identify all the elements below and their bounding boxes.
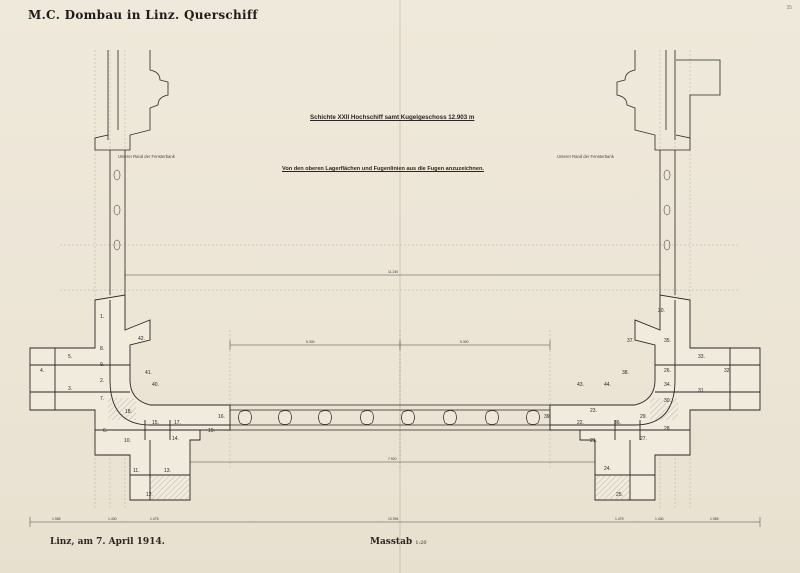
mid-dimensions [29,340,761,527]
stone-27: 27. [640,436,647,442]
stone-numbers-left: 1. 2. 3. 4. 5. 6. 7. 8. 9. 10. 11. 12. 1… [40,314,225,498]
stone-11: 11. [133,468,140,474]
page-number: 35 [786,5,792,11]
scale-label: Masstab [370,537,413,547]
right-corner-assembly [549,294,761,501]
stone-5: 5. [68,354,72,360]
stone-38: 38. [622,370,629,376]
stone-7: 7. [100,396,104,402]
left-hatch-2 [150,475,190,500]
left-corner-assembly [29,294,231,501]
dim-mid-left: 5.300 [306,340,315,344]
stone-44: 44. [604,382,611,388]
stone-19: 19. [208,428,215,434]
stone-8: 8. [100,346,104,352]
drawing-title: M.C. Dombau in Linz. Querschiff [28,8,258,22]
stone-30: 30. [664,398,671,404]
stone-31: 31. [698,388,705,394]
dim-bottom-span: 10.994 [388,517,398,521]
gallery-openings [238,410,540,425]
right-shaft-marks [663,169,671,251]
stone-17: 17. [174,420,181,426]
place-date: Linz, am 7. April 1914. [50,537,165,547]
stone-6: 6. [103,428,107,434]
dim-br-b: 1.430 [655,517,664,521]
stone-35: 35. [664,338,671,344]
left-hatch-1 [108,398,136,420]
dim-bl-a: 1.965 [52,517,61,521]
stone-14: 14. [172,436,179,442]
dim-br-c: 1.965 [710,517,719,521]
stone-33: 33. [698,354,705,360]
right-upper-wall [616,50,721,295]
sill-label-left: Unterer Rand der Fensterbank [118,154,175,159]
stone-43: 43. [577,382,584,388]
dim-br-a: 1.475 [615,517,624,521]
stone-29: 29. [640,414,647,420]
stone-13: 13. [164,468,171,474]
dim-bl-c: 1.475 [150,517,159,521]
stone-23: 23. [590,408,597,414]
stone-28: 28. [664,426,671,432]
stone-4: 4. [40,368,44,374]
dim-mid-right: 5.300 [460,340,469,344]
stone-34: 34. [664,382,671,388]
stone-12: 12. [146,492,153,498]
stone-26: 26. [664,368,671,374]
dim-bl-b: 1.430 [108,517,117,521]
scale-value: 1:20 [415,540,427,546]
dim-top-span: 11.240 [388,270,398,274]
sill-label-right: Unterer Rand der Fensterbank [557,154,614,159]
stone-15: 15. [152,420,159,426]
scale-note: Masstab 1:20 [370,537,427,547]
stone-36: 36. [614,420,621,426]
stone-20: 20. [658,308,665,314]
stone-21: 21. [590,438,597,444]
stone-22: 22. [577,420,584,426]
stone-10: 10. [124,438,131,444]
paper-fold [399,0,401,573]
stone-37: 37. [627,338,634,344]
central-gallery [230,404,550,431]
stone-2: 2. [100,378,104,384]
stone-numbers-right: 20. 21. 22. 23. 24. 25. 26. 27. 28. 29. … [544,308,731,498]
stone-3: 3. [68,386,72,392]
drawing-note: Von den oberen Lagerflächen und Fugenlin… [282,166,484,172]
stone-39: 39. [544,414,551,420]
stone-9: 9. [100,362,104,368]
stone-25: 25. [616,492,623,498]
right-hatch-1 [650,398,678,420]
stone-40: 40. [152,382,159,388]
stone-32: 32. [724,368,731,374]
stone-41: 41. [145,370,152,376]
stone-18: 18. [125,409,132,415]
stone-16: 16. [218,414,225,420]
left-shaft-marks [113,169,121,251]
stone-24: 24. [604,466,611,472]
stone-1: 1. [100,314,104,320]
stone-42: 42. [138,336,145,342]
left-upper-wall [94,50,169,295]
dim-lower-span: 7.920 [388,457,397,461]
right-hatch-2 [595,475,630,500]
drawing-subtitle: Schichte XXII Hochschiff samt Kugelgesch… [310,114,475,121]
